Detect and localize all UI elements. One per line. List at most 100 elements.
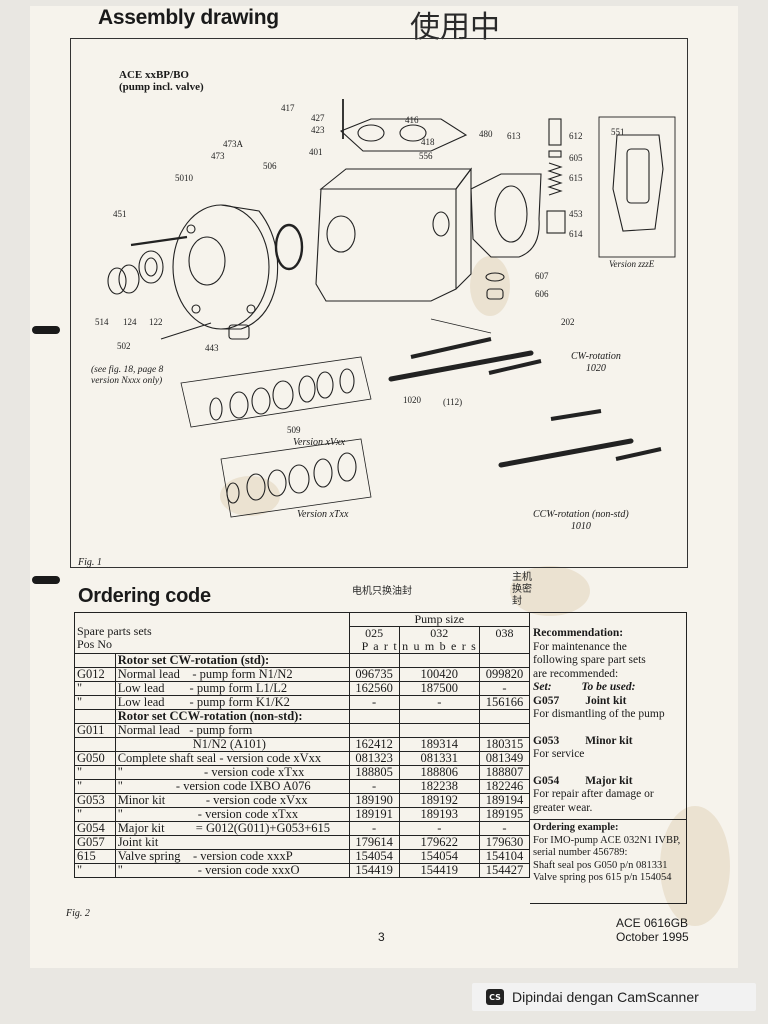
pos-code-cell (74, 737, 116, 752)
example-line: Valve spring pos 615 p/n 154054 (533, 872, 672, 883)
set-code: G054 (533, 774, 560, 787)
set-use: greater wear. (533, 801, 593, 814)
part-number-cell (348, 723, 400, 738)
pos-code-cell: G050 (74, 751, 116, 766)
part-number-cell: 154419 (398, 863, 481, 878)
svg-text:473: 473 (211, 151, 225, 161)
o-ring-506 (274, 223, 304, 271)
set-name: Major kit (585, 774, 633, 787)
part-number-cell: 154419 (348, 863, 400, 878)
pos-no-label: Pos No (77, 637, 113, 651)
part-number-cell: 154427 (479, 863, 530, 878)
model-label: ACE xxBP/BO (pump incl. valve) (119, 69, 204, 93)
part-number-cell: 189314 (398, 737, 481, 752)
description-cell: Joint kit (114, 835, 350, 850)
rotor-cw (388, 350, 534, 382)
pump-size-header: Pump size (348, 612, 531, 627)
description-cell: Normal lead - pump form (114, 723, 350, 738)
recommendation-text: are recommended: (533, 667, 619, 680)
description-cell: Low lead - pump form L1/L2 (114, 681, 350, 696)
part-number-cell: 156166 (479, 695, 530, 710)
cw-rotation-text: CW-rotation (571, 351, 621, 362)
svg-text:401: 401 (309, 147, 323, 157)
description-cell: Normal lead - pump form N1/N2 (114, 667, 350, 682)
part-number-cell (348, 709, 400, 724)
pos-code-cell: G054 (74, 821, 116, 836)
example-line: serial number 456789: (533, 847, 628, 858)
svg-text:453: 453 (569, 209, 583, 219)
svg-text:418: 418 (421, 137, 435, 147)
svg-text:473A: 473A (223, 139, 244, 149)
see-fig-note-line: (see fig. 18, page 8 (91, 365, 164, 375)
to-be-used-label: To be used: (581, 681, 636, 693)
assembly-title: Assembly drawing (98, 6, 279, 29)
part-number-cell: 099820 (479, 667, 530, 682)
part-number-cell: 182246 (479, 779, 530, 794)
part-number-cell: 162560 (348, 681, 400, 696)
description-cell: " - version code xTxx (114, 765, 350, 780)
pos-code-cell: " (74, 695, 116, 710)
part-number-cell (479, 709, 530, 724)
recommendation-text: following spare part sets (533, 654, 646, 666)
part-number-cell: 179622 (398, 835, 481, 850)
description-cell: " - version code xxxO (114, 863, 350, 878)
scanner-badge-text: Dipindai dengan CamScanner (512, 989, 699, 1005)
svg-text:427: 427 (311, 113, 325, 123)
part-number-cell: 189193 (398, 807, 481, 822)
table-subheader-row: 025 032 P a r t n u m b e r s 038 (75, 626, 530, 654)
part-number-cell (479, 653, 530, 668)
description-cell: Rotor set CW-rotation (std): (114, 653, 350, 668)
part-number-cell: 189192 (398, 793, 481, 808)
svg-text:615: 615 (569, 173, 583, 183)
set-code: G057 (533, 694, 560, 707)
fig-2-label: Fig. 2 (66, 908, 90, 919)
part-number-cell (348, 653, 400, 668)
part-number-cell: 162412 (348, 737, 400, 752)
svg-text:556: 556 (419, 151, 433, 161)
table-row: Rotor set CW-rotation (std): (74, 653, 530, 668)
description-cell: " - version code xTxx (114, 807, 350, 822)
set-g054-row: G054 Major kit (533, 775, 686, 789)
pos-code-cell (74, 653, 116, 668)
part-number-cell: 189195 (479, 807, 530, 822)
ordering-title: Ordering code (78, 585, 211, 607)
pos-code-cell: " (74, 765, 116, 780)
part-number-cell: - (479, 821, 530, 836)
pos-code-cell: " (74, 779, 116, 794)
svg-text:1020: 1020 (403, 395, 422, 405)
spare-parts-sets-label: Spare parts sets (77, 624, 152, 638)
part-number-cell: 187500 (398, 681, 481, 696)
handwritten-note-right: 主机 换密封 (512, 572, 532, 607)
svg-text:605: 605 (569, 153, 583, 163)
part-number-cell: - (348, 779, 400, 794)
example-line: For IMO-pump ACE 032N1 IVBP, (533, 834, 681, 846)
svg-text:423: 423 (311, 125, 325, 135)
table-header-row: Spare parts sets Pos No Pump size (74, 612, 531, 654)
document-code: ACE 0616GB (616, 916, 689, 930)
description-cell: Low lead - pump form K1/K2 (114, 695, 350, 710)
set-name: Minor kit (585, 734, 633, 747)
assembly-drawing-frame: 417 427 423 416 418 556 480 613 612 605 … (70, 38, 688, 616)
svg-text:416: 416 (405, 115, 419, 125)
part-number-cell: 188805 (348, 765, 400, 780)
part-number-cell: 189190 (348, 793, 400, 808)
cw-rotation-label: CW-rotation 1020 (571, 351, 621, 375)
document-date: October 1995 (616, 930, 689, 944)
document-footer: ACE 0616GB October 1995 (616, 916, 689, 944)
table-row: Rotor set CCW-rotation (non-std): (74, 709, 530, 724)
svg-text:514: 514 (95, 317, 109, 327)
handwritten-in-use: 使用中 (410, 10, 500, 45)
see-fig-note-line: version Nxxx only) (91, 376, 163, 386)
table-row: "Low lead - pump form K1/K2--156166 (74, 695, 530, 710)
set-use: For repair after damage or (533, 788, 654, 800)
